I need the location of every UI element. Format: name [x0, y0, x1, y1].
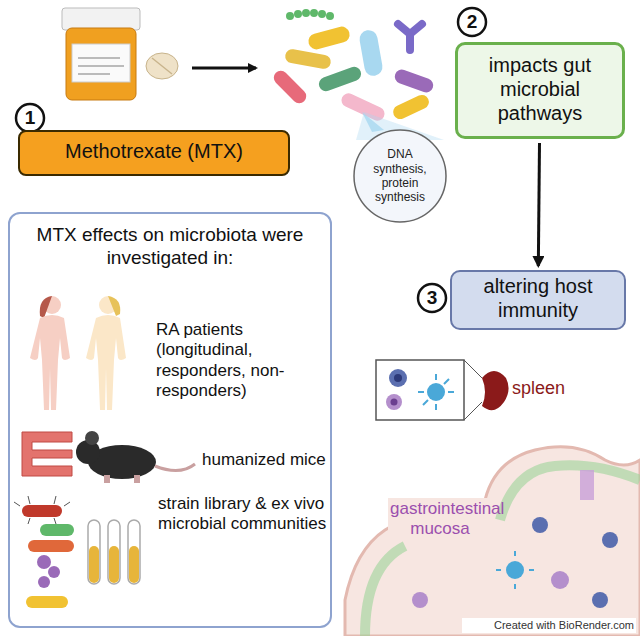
node-text: altering host immunity [452, 272, 624, 324]
study-panel: MTX effects on microbiota were investiga… [8, 212, 332, 628]
callout-number: 3 [418, 284, 446, 312]
node-text: impacts gut microbial pathways [458, 45, 622, 133]
node-text: MTX effects on microbiota were investiga… [16, 224, 324, 270]
study-item: humanized mice [202, 450, 330, 470]
process-box: Methotrexate (MTX) [18, 130, 290, 176]
bacteria [271, 9, 435, 123]
connector-arrow [538, 143, 539, 266]
process-box: altering host immunity [450, 270, 626, 330]
node-text: Methotrexate (MTX) [20, 132, 288, 170]
callout-circle [16, 8, 486, 312]
patient-figures [30, 296, 126, 410]
strain-library [14, 496, 74, 608]
callout-number: 1 [16, 104, 44, 132]
callout-number: 2 [458, 8, 486, 36]
intestine [22, 432, 72, 476]
gi-mucosa [345, 447, 640, 636]
arrow [192, 67, 256, 70]
process-box: impacts gut microbial pathways [455, 42, 625, 139]
region-label: spleen [512, 378, 582, 399]
spleen [482, 371, 509, 410]
immune-inset [376, 360, 482, 420]
pill [146, 53, 178, 79]
mouse [76, 431, 195, 483]
study-item: strain library & ex vivo microbial commu… [158, 494, 330, 535]
test-tubes [88, 520, 140, 584]
zoom-circle: DNA synthesis, protein synthesis [352, 128, 448, 224]
study-item: RA patients (longitudinal, responders, n… [156, 320, 328, 402]
node-text: DNA synthesis, protein synthesis [362, 138, 438, 214]
pill-bottle [62, 8, 140, 100]
watermark: Created with BioRender.com [462, 618, 636, 633]
region-label: gastrointestinal mucosa [388, 498, 492, 539]
